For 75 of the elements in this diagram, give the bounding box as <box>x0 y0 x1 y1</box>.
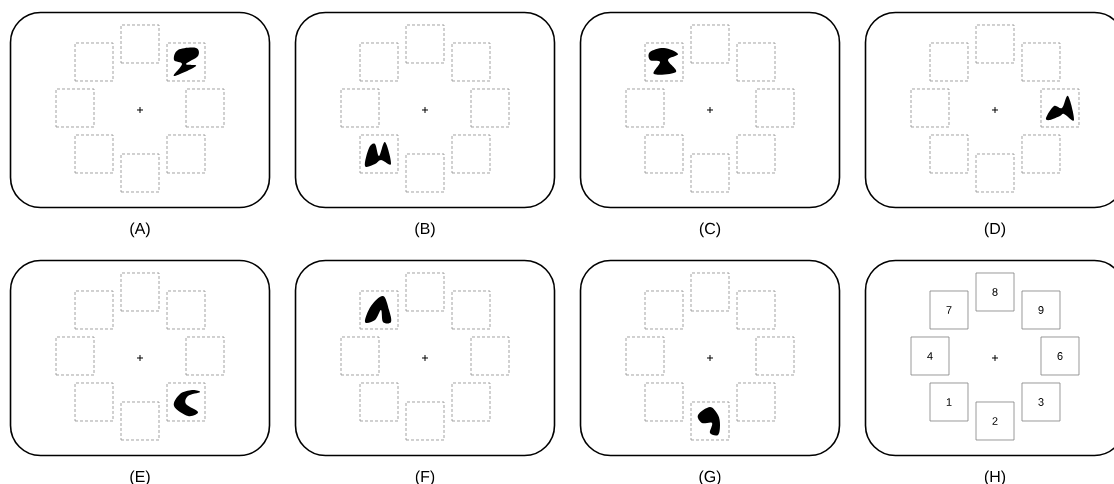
numbered-square: 9 <box>1021 290 1061 330</box>
dashed-square <box>1021 42 1061 82</box>
dashed-square <box>625 336 665 376</box>
dashed-square <box>690 272 730 312</box>
dashed-square <box>451 42 491 82</box>
dashed-square <box>910 88 950 128</box>
dashed-square <box>74 42 114 82</box>
blob-shape <box>173 389 201 417</box>
dashed-square <box>975 153 1015 193</box>
dashed-square <box>644 134 684 174</box>
dashed-square <box>975 24 1015 64</box>
dashed-square <box>340 336 380 376</box>
dashed-square <box>690 24 730 64</box>
blob-shape <box>648 47 678 75</box>
panel-label: (B) <box>415 222 435 238</box>
numbered-square: 1 <box>929 382 969 422</box>
dashed-square <box>929 134 969 174</box>
dashed-square <box>929 42 969 82</box>
dashed-square <box>74 290 114 330</box>
numbered-square: 8 <box>975 272 1015 312</box>
dashed-square <box>74 382 114 422</box>
dashed-square <box>340 88 380 128</box>
dashed-square <box>451 134 491 174</box>
dashed-square <box>451 382 491 422</box>
panel-label: (C) <box>699 222 721 238</box>
dashed-square <box>690 153 730 193</box>
dashed-square <box>736 42 776 82</box>
dashed-square <box>451 290 491 330</box>
panel-label: (A) <box>130 222 150 238</box>
dashed-square <box>359 134 399 174</box>
dashed-square <box>736 382 776 422</box>
dashed-square <box>120 153 160 193</box>
dashed-square <box>166 134 206 174</box>
dashed-square <box>166 382 206 422</box>
dashed-square <box>405 272 445 312</box>
dashed-square <box>120 272 160 312</box>
dashed-square <box>405 24 445 64</box>
blob-shape <box>697 407 720 436</box>
panel-label: (D) <box>984 222 1006 238</box>
numbered-square: 3 <box>1021 382 1061 422</box>
dashed-square <box>185 88 225 128</box>
dashed-square <box>755 88 795 128</box>
dashed-square <box>185 336 225 376</box>
dashed-square <box>166 42 206 82</box>
dashed-square <box>1021 134 1061 174</box>
dashed-square <box>120 401 160 441</box>
dashed-square <box>690 401 730 441</box>
dashed-square <box>625 88 665 128</box>
dashed-square <box>470 88 510 128</box>
blob-shape <box>173 47 199 76</box>
numbered-square: 2 <box>975 401 1015 441</box>
dashed-square <box>359 290 399 330</box>
dashed-square <box>120 24 160 64</box>
numbered-square: 4 <box>910 336 950 376</box>
dashed-square <box>1040 88 1080 128</box>
dashed-square <box>166 290 206 330</box>
dashed-square <box>736 290 776 330</box>
dashed-square <box>55 88 95 128</box>
blob-shape <box>364 142 392 167</box>
dashed-square <box>55 336 95 376</box>
dashed-square <box>470 336 510 376</box>
dashed-square <box>359 382 399 422</box>
dashed-square <box>736 134 776 174</box>
dashed-square <box>644 290 684 330</box>
numbered-square: 6 <box>1040 336 1080 376</box>
dashed-square <box>644 42 684 82</box>
dashed-square <box>405 401 445 441</box>
dashed-square <box>405 153 445 193</box>
dashed-square <box>74 134 114 174</box>
numbered-square: 7 <box>929 290 969 330</box>
dashed-square <box>359 42 399 82</box>
dashed-square <box>644 382 684 422</box>
dashed-square <box>755 336 795 376</box>
blob-shape <box>364 295 392 324</box>
blob-shape <box>1045 95 1075 121</box>
